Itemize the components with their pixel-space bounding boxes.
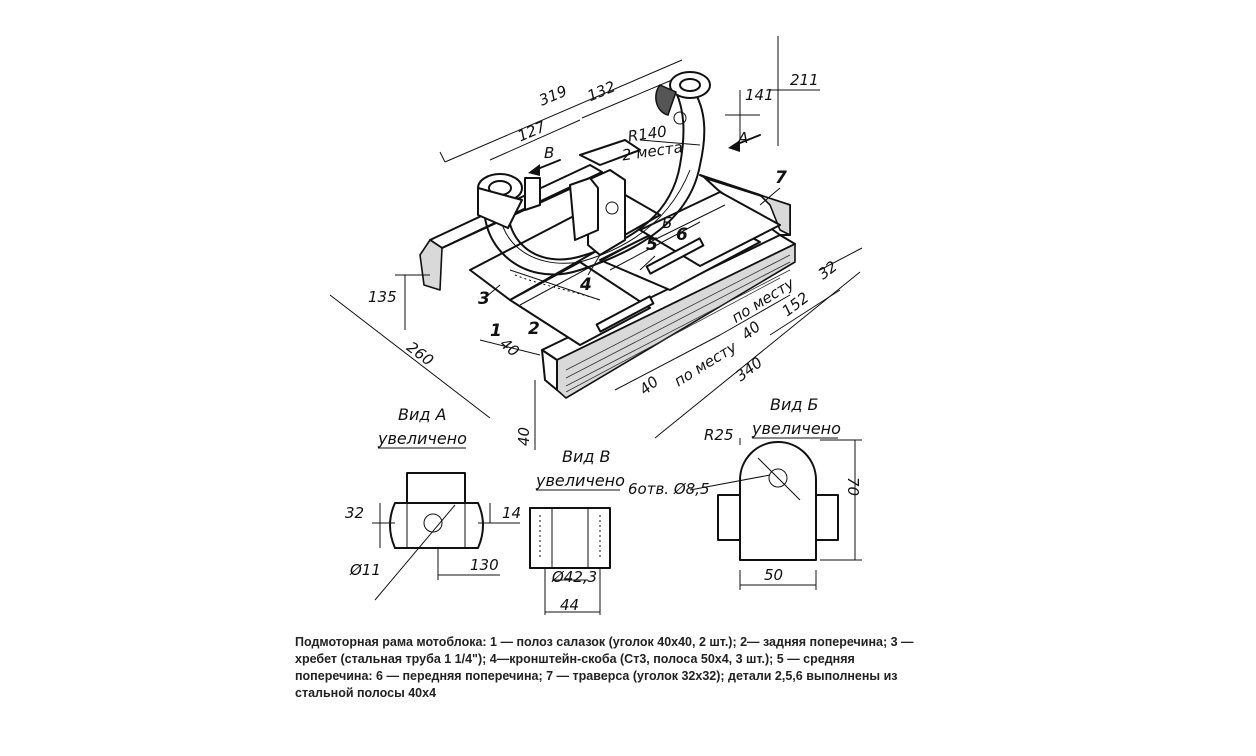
view-a-dim-32: 32 [345, 504, 364, 522]
arrow-label-A: A [737, 129, 748, 147]
view-a [372, 472, 520, 601]
dim-319: 319 [536, 82, 569, 110]
dim-132: 132 [585, 77, 618, 105]
view-a-dim-14: 14 [502, 504, 521, 522]
view-v-dim-44: 44 [560, 596, 579, 614]
view-b-dim-50: 50 [764, 566, 783, 584]
dim-135: 135 [368, 288, 397, 306]
part-5: 5 [646, 235, 658, 255]
part-4: 4 [579, 275, 592, 295]
view-v-title: Вид В [562, 447, 611, 466]
view-v-subtitle: увеличено [535, 471, 625, 490]
dim-211: 211 [790, 71, 819, 89]
part-2: 2 [528, 319, 540, 339]
view-a-dim-130: 130 [470, 556, 499, 574]
view-b-holes: 6отв. Ø8,5 [628, 480, 710, 498]
dim-40-c: 40 [636, 372, 662, 398]
view-b [689, 438, 862, 590]
dim-260: 260 [403, 338, 437, 370]
view-v [529, 507, 611, 615]
part-7: 7 [775, 168, 787, 188]
part-6: 6 [676, 225, 688, 245]
dimension-lines [329, 36, 863, 450]
view-arrows [528, 134, 761, 176]
isometric-frame-view [329, 36, 863, 450]
brackets [569, 139, 641, 256]
tube-clamps [477, 71, 711, 229]
view-a-title: Вид А [398, 405, 446, 424]
view-v-diameter: Ø42,3 [551, 568, 597, 586]
figure-caption: Подмоторная рама мотоблока: 1 — полоз са… [295, 635, 914, 700]
view-a-subtitle: увеличено [377, 429, 467, 448]
view-a-hole: Ø11 [349, 561, 381, 579]
dim-127: 127 [515, 117, 549, 145]
dim-340: 340 [732, 353, 766, 385]
dim-in-place-1: по месту [671, 337, 741, 390]
view-b-R25: R25 [704, 426, 734, 444]
view-b-dim-70: 70 [844, 477, 862, 496]
dim-R140: R140 [627, 122, 668, 145]
part-3: 3 [478, 289, 490, 309]
dim-141: 141 [745, 86, 774, 104]
backbone-tube [483, 84, 706, 301]
arrow-label-B: Б [662, 214, 672, 232]
part-1: 1 [490, 321, 502, 341]
view-b-subtitle: увеличено [751, 419, 841, 438]
view-b-title: Вид Б [770, 395, 819, 414]
dim-40-b: 40 [515, 427, 533, 446]
arrow-label-V: В [544, 144, 554, 162]
